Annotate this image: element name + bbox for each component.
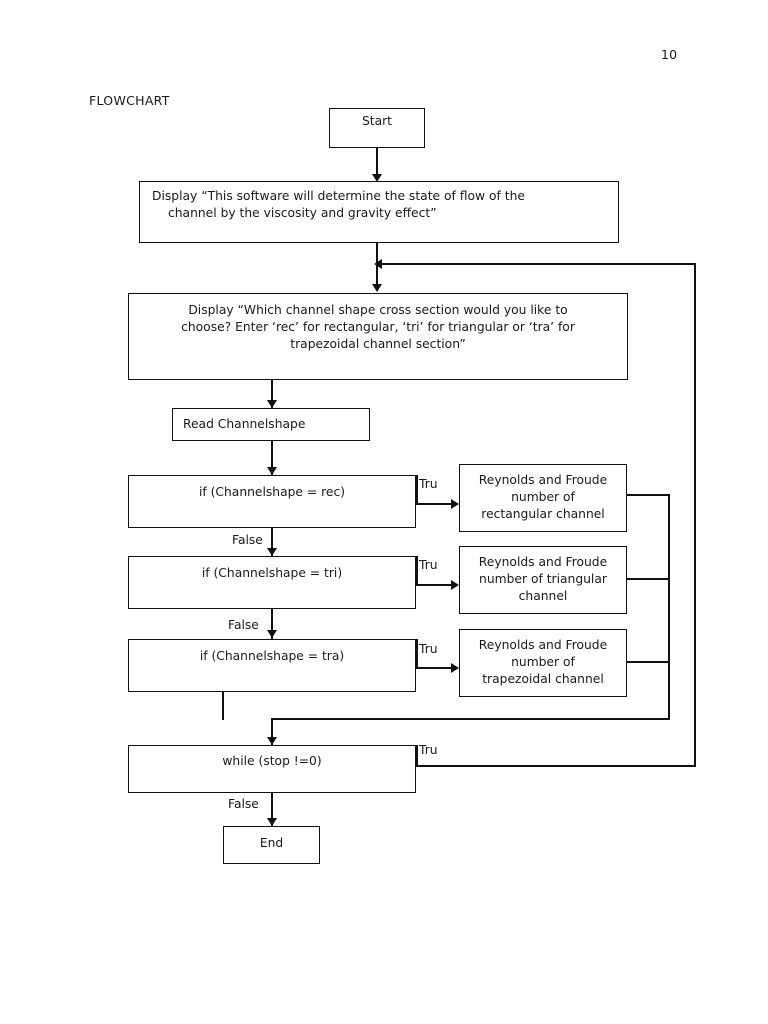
edge-if-rec-false-to-if-tri xyxy=(271,528,273,556)
arrowhead-down-end xyxy=(267,818,277,826)
edge-merge-down-to-while xyxy=(271,718,273,745)
node-end-label: End xyxy=(259,836,284,850)
arrowhead-down-display-intro xyxy=(372,174,382,182)
edge-process-merge-bus xyxy=(668,494,670,719)
edge-proc-trapezoidal-to-bus xyxy=(627,661,669,663)
arrowhead-down-if-tra xyxy=(267,630,277,638)
node-start: Start xyxy=(329,108,425,148)
edge-merge-bus-to-while xyxy=(271,718,670,720)
node-proc-rectangular-line1: Reynolds and Froude xyxy=(478,473,608,487)
node-display-prompt-line2: choose? Enter ‘rec’ for rectangular, ‘tr… xyxy=(181,320,575,334)
edge-label-false-while: False xyxy=(228,797,259,811)
arrowhead-down-read xyxy=(267,400,277,408)
edge-display-prompt-to-read xyxy=(271,380,273,408)
node-if-tri-label: if (Channelshape = tri) xyxy=(201,566,343,580)
edge-if-tra-false-to-merge xyxy=(222,692,224,720)
node-if-rec: if (Channelshape = rec) xyxy=(128,475,416,528)
node-if-tra: if (Channelshape = tra) xyxy=(128,639,416,692)
edge-label-false-rec: False xyxy=(232,533,263,547)
node-proc-rectangular-line3: rectangular channel xyxy=(481,507,605,521)
edge-if-tri-true-stub xyxy=(416,556,418,585)
page-number: 10 xyxy=(661,47,678,62)
arrowhead-down-if-rec xyxy=(267,467,277,475)
node-proc-triangular-line1: Reynolds and Froude xyxy=(478,555,608,569)
arrowhead-right-proc-tri xyxy=(451,580,459,590)
node-proc-rectangular-line2: number of xyxy=(511,490,575,504)
node-proc-trapezoidal: Reynolds and Froude number of trapezoida… xyxy=(459,629,627,697)
edge-if-tra-true-stub xyxy=(416,639,418,668)
node-read-channelshape: Read Channelshape xyxy=(172,408,370,441)
edge-while-true-stub xyxy=(416,745,418,767)
edge-read-to-if-rec xyxy=(271,441,273,475)
edge-label-true-rec: Tru xyxy=(419,477,438,491)
edge-while-true-to-feedback xyxy=(416,765,696,767)
node-end: End xyxy=(223,826,320,864)
edge-start-to-display-intro xyxy=(376,148,378,178)
edge-proc-rectangular-to-bus xyxy=(627,494,669,496)
edge-if-tri-to-proc-tri xyxy=(416,584,454,586)
node-display-intro-line1: Display “This software will determine th… xyxy=(152,189,525,203)
node-proc-rectangular: Reynolds and Froude number of rectangula… xyxy=(459,464,627,532)
arrowhead-right-proc-tra xyxy=(451,663,459,673)
edge-if-rec-to-proc-rec xyxy=(416,503,454,505)
node-display-intro: Display “This software will determine th… xyxy=(139,181,619,243)
arrowhead-left-feedback xyxy=(374,259,382,269)
node-display-prompt: Display “Which channel shape cross secti… xyxy=(128,293,628,380)
arrowhead-down-if-tri xyxy=(267,548,277,556)
edge-feedback-vertical xyxy=(694,263,696,766)
node-display-intro-line2: channel by the viscosity and gravity eff… xyxy=(168,206,437,220)
edge-while-false-to-end xyxy=(271,793,273,826)
edge-label-true-tra: Tru xyxy=(419,642,438,656)
node-proc-triangular: Reynolds and Froude number of triangular… xyxy=(459,546,627,614)
node-proc-triangular-line3: channel xyxy=(518,589,568,603)
node-display-prompt-line3: trapezoidal channel section” xyxy=(290,337,466,351)
edge-label-false-tri: False xyxy=(228,618,259,632)
arrowhead-down-display-prompt xyxy=(372,284,382,292)
edge-display-intro-to-junction xyxy=(376,243,378,264)
node-read-channelshape-label: Read Channelshape xyxy=(183,417,306,431)
edge-if-tra-to-proc-tra xyxy=(416,667,454,669)
edge-label-true-while: Tru xyxy=(419,743,438,757)
edge-junction-to-display-prompt xyxy=(376,264,378,290)
node-proc-trapezoidal-line1: Reynolds and Froude xyxy=(478,638,608,652)
arrowhead-right-proc-rec xyxy=(451,499,459,509)
edge-if-tri-false-to-if-tra xyxy=(271,609,273,639)
node-while-loop: while (stop !=0) xyxy=(128,745,416,793)
node-if-rec-label: if (Channelshape = rec) xyxy=(198,485,346,499)
edge-if-rec-true-stub xyxy=(416,475,418,504)
edge-label-true-tri: Tru xyxy=(419,558,438,572)
arrowhead-down-while xyxy=(267,737,277,745)
node-while-loop-label: while (stop !=0) xyxy=(222,754,322,768)
node-proc-trapezoidal-line2: number of xyxy=(511,655,575,669)
node-if-tri: if (Channelshape = tri) xyxy=(128,556,416,609)
node-proc-trapezoidal-line3: trapezoidal channel xyxy=(482,672,604,686)
edge-proc-triangular-to-bus xyxy=(627,578,669,580)
node-if-tra-label: if (Channelshape = tra) xyxy=(199,649,345,663)
node-display-prompt-line1: Display “Which channel shape cross secti… xyxy=(188,303,568,317)
section-label-flowchart: FLOWCHART xyxy=(89,93,170,108)
node-start-label: Start xyxy=(361,114,393,128)
node-proc-triangular-line2: number of triangular xyxy=(479,572,607,586)
edge-feedback-horizontal xyxy=(380,263,695,265)
